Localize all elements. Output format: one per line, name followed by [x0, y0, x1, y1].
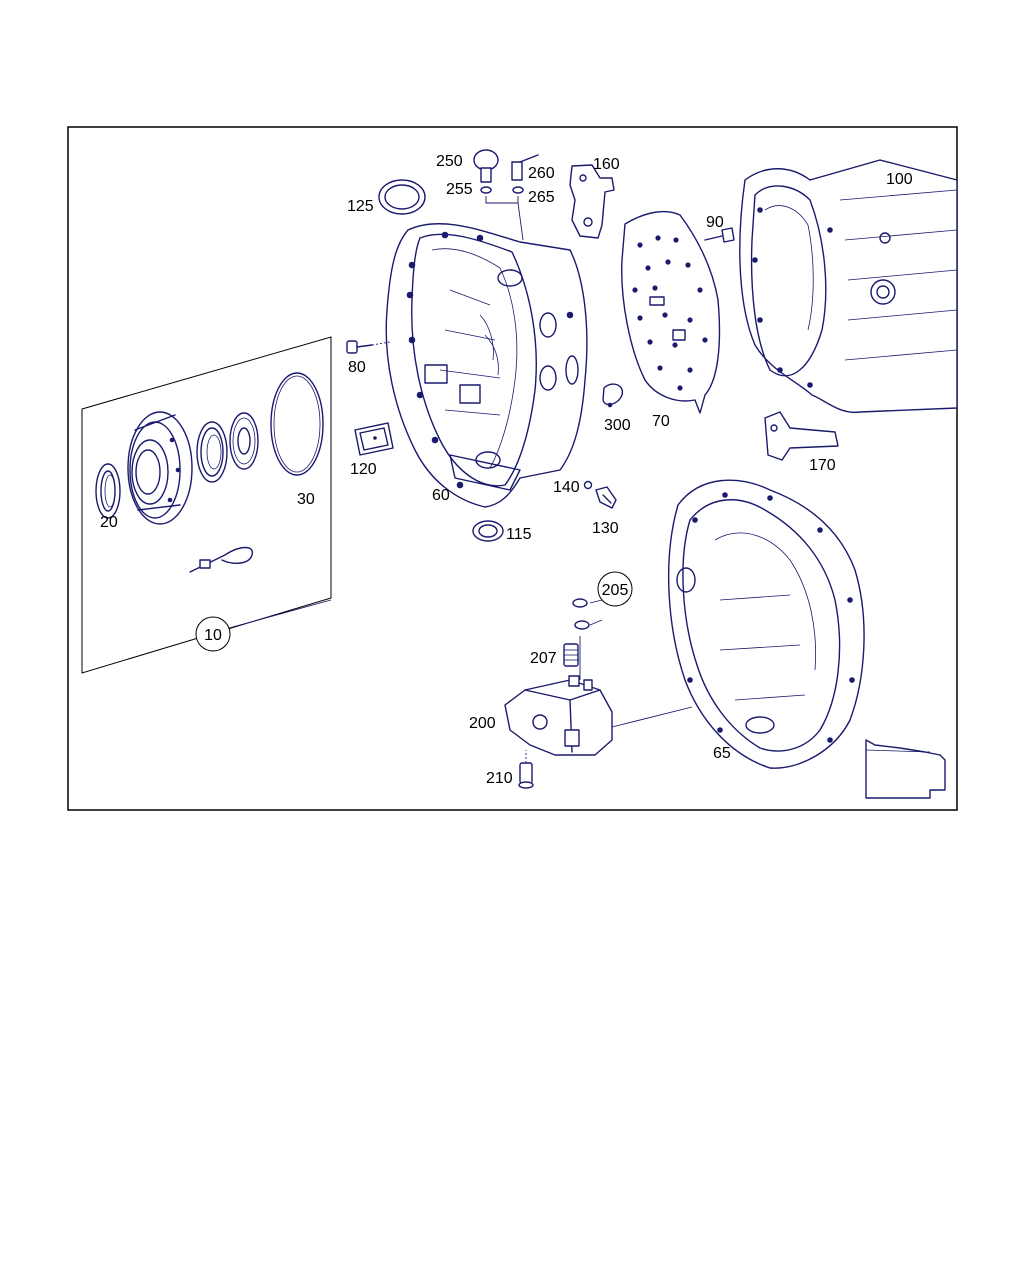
- callout-260: 260: [528, 165, 555, 182]
- callout-255: 255: [446, 181, 473, 198]
- part-300-clip: [602, 383, 624, 408]
- part-30-oring-inner: [273, 375, 321, 473]
- part-125-plug: [378, 179, 426, 215]
- pump-gear-outer: [196, 421, 228, 483]
- part-160-bracket: [569, 164, 615, 239]
- part-200-pump: [504, 675, 613, 756]
- part-260-connector: [511, 154, 539, 194]
- callout-60: 60: [432, 487, 450, 504]
- leader-200-65: [611, 706, 693, 728]
- callout-100: 100: [886, 171, 913, 188]
- part-205-washer-a: [572, 598, 588, 608]
- callout-120: 120: [350, 461, 377, 478]
- callout-70: 70: [652, 413, 670, 430]
- leader-250-60: [485, 196, 524, 241]
- transmission-case: [739, 159, 958, 414]
- part-207-fitting: [563, 643, 579, 667]
- part-90-bolt: [704, 227, 735, 243]
- leader-205: [589, 599, 603, 626]
- callout-80: 80: [348, 359, 366, 376]
- callout-65: 65: [713, 745, 731, 762]
- callout-265: 265: [528, 189, 555, 206]
- callout-140: 140: [553, 479, 580, 496]
- callout-210: 210: [486, 770, 513, 787]
- callout-207: 207: [530, 650, 557, 667]
- leader-10: [228, 599, 332, 629]
- part-65-bellhousing: [667, 479, 865, 769]
- part-80-bolt: [346, 340, 391, 354]
- callout-30: 30: [297, 491, 315, 508]
- callout-labels: 20 30 60 65 70 80 90 100 115 120 125 130…: [100, 153, 913, 787]
- part-70-plate: [621, 210, 721, 414]
- callout-125: 125: [347, 198, 374, 215]
- callout-10: 10: [204, 627, 222, 644]
- callout-130: 130: [592, 520, 619, 537]
- part-250-cap: [473, 149, 499, 194]
- callout-circle-205: [597, 571, 633, 607]
- part-140-washer: [583, 480, 593, 490]
- pump-housing: [127, 411, 193, 525]
- vehicle-location-icon: [865, 739, 946, 799]
- callout-90: 90: [706, 214, 724, 231]
- part-120-gasket: [354, 422, 394, 456]
- callout-250: 250: [436, 153, 463, 170]
- part-170-bracket: [764, 411, 839, 461]
- part-20-seal: [95, 463, 121, 519]
- kit-box-10: [81, 336, 332, 674]
- pump-gear-inner: [229, 412, 259, 470]
- part-130-sensor: [595, 486, 617, 509]
- callout-205: 205: [602, 582, 629, 599]
- part-60-housing: [385, 223, 588, 508]
- part-205-washer-b: [574, 620, 590, 630]
- callout-20: 20: [100, 514, 118, 531]
- diagram-frame: [67, 126, 958, 811]
- part-115-seal: [472, 520, 504, 542]
- callout-115: 115: [506, 526, 532, 543]
- part-30-oring: [270, 372, 324, 476]
- cable-tie: [189, 546, 254, 573]
- callout-200: 200: [469, 715, 496, 732]
- callout-170: 170: [809, 457, 836, 474]
- callout-160: 160: [593, 156, 620, 173]
- callout-circle-10: [195, 616, 231, 652]
- part-210-bolt: [518, 750, 534, 789]
- callout-300: 300: [604, 417, 631, 434]
